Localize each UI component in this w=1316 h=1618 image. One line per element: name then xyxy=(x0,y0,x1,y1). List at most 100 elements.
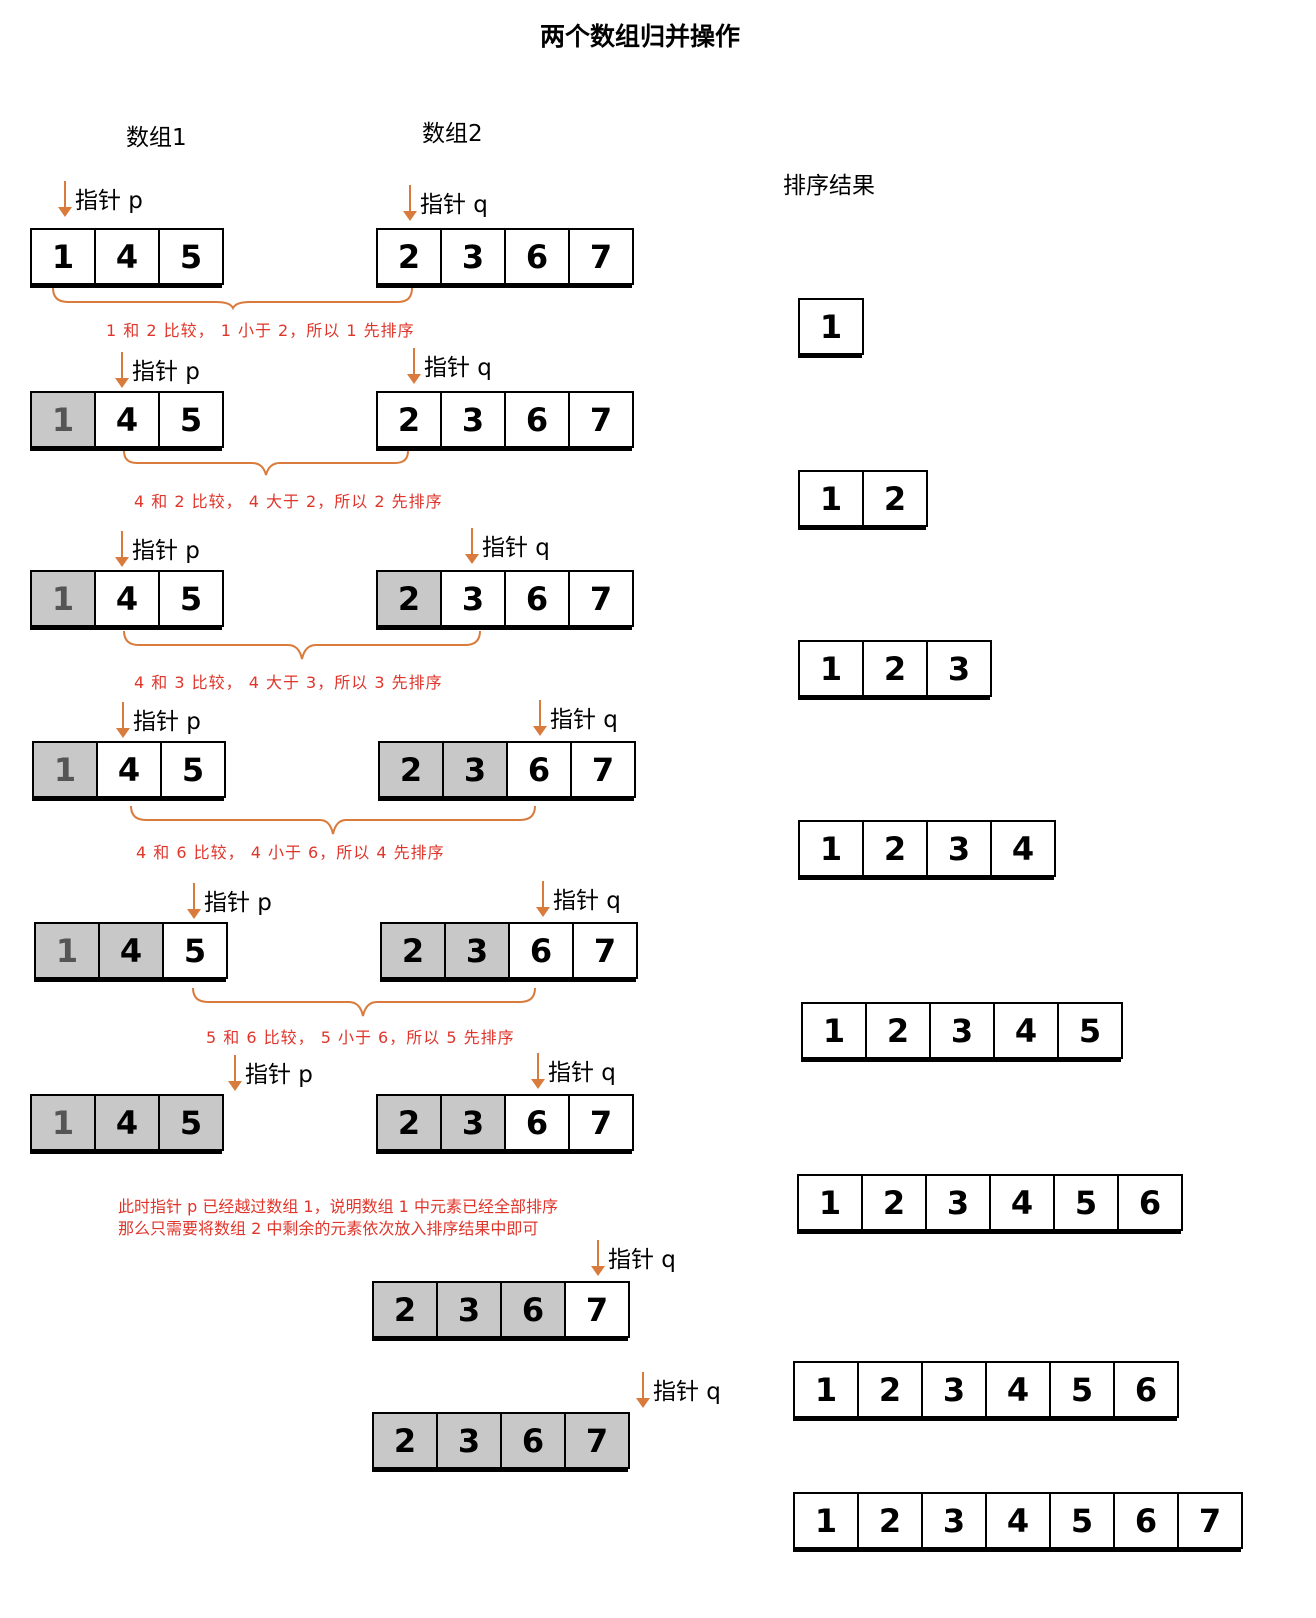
result-cell: 2 xyxy=(861,1174,927,1231)
final-note-line1: 此时指针 p 已经越过数组 1，说明数组 1 中元素已经全部排序 xyxy=(118,1197,558,1216)
result-cell: 1 xyxy=(797,1174,863,1231)
array-cell: 1 xyxy=(34,922,100,979)
array-cell: 5 xyxy=(158,570,224,627)
array-cell: 6 xyxy=(500,1281,566,1338)
array-cell: 2 xyxy=(372,1281,438,1338)
pointer-q-label: 指针 q xyxy=(608,1247,676,1273)
pointer-q-label: 指针 q xyxy=(653,1379,721,1405)
array-cell: 3 xyxy=(436,1412,502,1469)
array-cell: 5 xyxy=(158,1094,224,1151)
array-cell: 6 xyxy=(504,1094,570,1151)
array1-step6: 1 4 5 xyxy=(30,1094,224,1154)
array-cell: 7 xyxy=(568,228,634,285)
final-note-line2: 那么只需要将数组 2 中剩余的元素依次放入排序结果中即可 xyxy=(118,1219,539,1238)
array-cell: 2 xyxy=(372,1412,438,1469)
diagram-title: 两个数组归并操作 xyxy=(539,22,740,51)
array-cell: 6 xyxy=(500,1412,566,1469)
array-cell: 4 xyxy=(96,741,162,798)
result-cell: 3 xyxy=(926,820,992,877)
array-cell: 4 xyxy=(94,228,160,285)
pointer-q-label: 指针 q xyxy=(553,888,621,914)
pointer-p-arrow xyxy=(115,702,131,738)
result-cell: 4 xyxy=(990,820,1056,877)
pointer-p-label: 指针 p xyxy=(75,188,143,214)
array2-step1: 2 3 6 7 xyxy=(376,228,634,288)
result-cell: 2 xyxy=(862,470,928,527)
array-cell: 3 xyxy=(440,570,506,627)
array-cell: 2 xyxy=(380,922,446,979)
result-cell: 4 xyxy=(989,1174,1055,1231)
result-array-6b: 1 2 3 4 5 6 xyxy=(793,1361,1179,1421)
pointer-q-arrow xyxy=(635,1372,651,1408)
result-cell: 3 xyxy=(925,1174,991,1231)
result-cell: 5 xyxy=(1049,1492,1115,1549)
pointer-p-label: 指针 p xyxy=(204,890,272,916)
pointer-p-arrow xyxy=(186,883,202,919)
comparison-note: 4 和 3 比较， 4 大于 3，所以 3 先排序 xyxy=(134,673,443,692)
array-cell: 1 xyxy=(32,741,98,798)
result-cell: 2 xyxy=(865,1002,931,1059)
pointer-p-arrow xyxy=(57,181,73,217)
result-cell: 4 xyxy=(993,1002,1059,1059)
array-cell: 7 xyxy=(568,1094,634,1151)
result-cell: 3 xyxy=(926,640,992,697)
pointer-q-arrow xyxy=(530,1053,546,1089)
result-cell: 3 xyxy=(921,1492,987,1549)
comparison-note: 1 和 2 比较， 1 小于 2，所以 1 先排序 xyxy=(106,321,415,340)
array-cell: 6 xyxy=(506,741,572,798)
array1-step3: 1 4 5 xyxy=(30,570,224,630)
result-cell: 7 xyxy=(1177,1492,1243,1549)
result-cell: 4 xyxy=(985,1361,1051,1418)
array2-step5: 2 3 6 7 xyxy=(380,922,638,982)
pointer-p-arrow xyxy=(114,531,130,567)
pointer-q-arrow xyxy=(535,881,551,917)
pointer-q-label: 指针 q xyxy=(548,1060,616,1086)
array-cell: 4 xyxy=(94,570,160,627)
comparison-note: 5 和 6 比较， 5 小于 6，所以 5 先排序 xyxy=(206,1028,515,1047)
result-cell: 2 xyxy=(857,1492,923,1549)
result-array-5: 1 2 3 4 5 xyxy=(801,1002,1123,1062)
array-cell: 4 xyxy=(94,391,160,448)
result-cell: 1 xyxy=(798,640,864,697)
result-array-6: 1 2 3 4 5 6 xyxy=(797,1174,1183,1234)
pointer-q-label: 指针 q xyxy=(424,355,492,381)
result-array-7: 1 2 3 4 5 6 7 xyxy=(793,1492,1243,1552)
array1-step5: 1 4 5 xyxy=(34,922,228,982)
result-cell: 1 xyxy=(798,298,864,355)
result-cell: 6 xyxy=(1113,1492,1179,1549)
result-cell: 2 xyxy=(862,640,928,697)
comparison-note: 4 和 2 比较， 4 大于 2，所以 2 先排序 xyxy=(134,492,443,511)
array-cell: 6 xyxy=(504,570,570,627)
array-cell: 7 xyxy=(568,391,634,448)
array2-step4: 2 3 6 7 xyxy=(378,741,636,801)
array2-tail2: 2 3 6 7 xyxy=(372,1412,630,1472)
array-cell: 1 xyxy=(30,391,96,448)
pointer-q-label: 指针 q xyxy=(550,707,618,733)
array-cell: 6 xyxy=(504,228,570,285)
array-cell: 5 xyxy=(158,228,224,285)
array1-step1: 1 4 5 xyxy=(30,228,224,288)
array2-step3: 2 3 6 7 xyxy=(376,570,634,630)
result-cell: 1 xyxy=(801,1002,867,1059)
array-cell: 1 xyxy=(30,1094,96,1151)
array-cell: 7 xyxy=(568,570,634,627)
pointer-p-label: 指针 p xyxy=(132,359,200,385)
result-cell: 3 xyxy=(921,1361,987,1418)
array-cell: 5 xyxy=(162,922,228,979)
array-cell: 7 xyxy=(564,1412,630,1469)
array2-step6: 2 3 6 7 xyxy=(376,1094,634,1154)
result-cell: 6 xyxy=(1117,1174,1183,1231)
array-cell: 2 xyxy=(376,570,442,627)
result-cell: 2 xyxy=(862,820,928,877)
result-cell: 1 xyxy=(793,1492,859,1549)
pointer-p-label: 指针 p xyxy=(132,538,200,564)
array1-step4: 1 4 5 xyxy=(32,741,226,801)
array-cell: 3 xyxy=(436,1281,502,1338)
pointer-p-label: 指针 p xyxy=(133,709,201,735)
array-cell: 2 xyxy=(376,1094,442,1151)
comparison-brace xyxy=(123,630,481,660)
result-cell: 1 xyxy=(798,820,864,877)
pointer-p-label: 指针 p xyxy=(245,1062,313,1088)
pointer-q-arrow xyxy=(402,185,418,221)
result-cell: 2 xyxy=(857,1361,923,1418)
